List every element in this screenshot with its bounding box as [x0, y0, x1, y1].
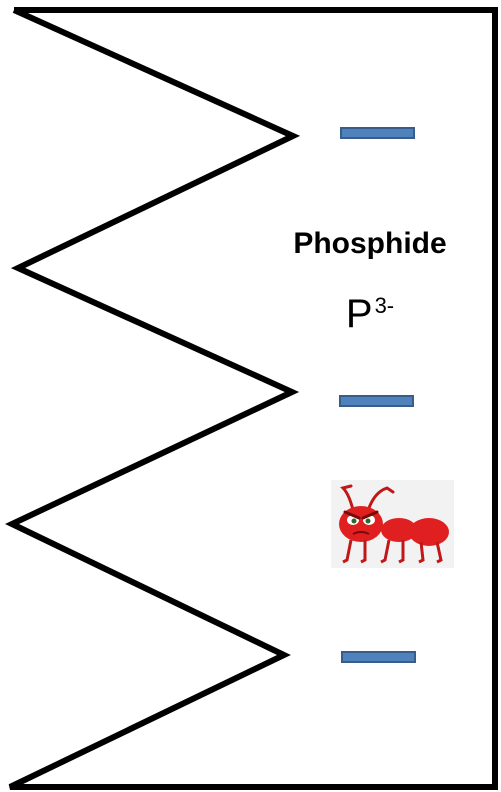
angry-ant-icon	[331, 480, 454, 568]
ion-name: Phosphide	[293, 227, 447, 260]
ion-symbol: P	[345, 292, 373, 336]
negative-sign-2	[339, 395, 414, 407]
ion-formula: P3-	[270, 292, 470, 336]
negative-sign-3	[341, 651, 416, 663]
ion-charge: 3-	[374, 293, 395, 318]
negative-sign-1	[340, 127, 415, 139]
